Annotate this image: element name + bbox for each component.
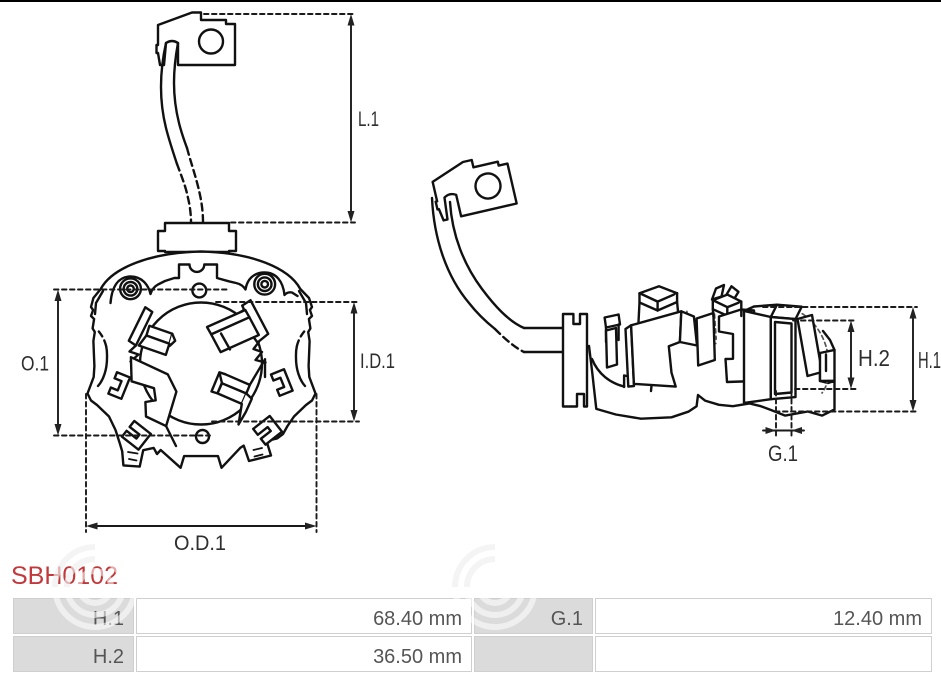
svg-text:G.1: G.1	[768, 441, 798, 466]
svg-text:O.1: O.1	[21, 353, 49, 376]
svg-text:H.2: H.2	[858, 345, 890, 371]
svg-text:H.1: H.1	[918, 347, 941, 373]
svg-text:L.1: L.1	[358, 108, 379, 131]
svg-text:O.D.1: O.D.1	[174, 532, 226, 555]
svg-text:I.D.1: I.D.1	[360, 350, 395, 373]
